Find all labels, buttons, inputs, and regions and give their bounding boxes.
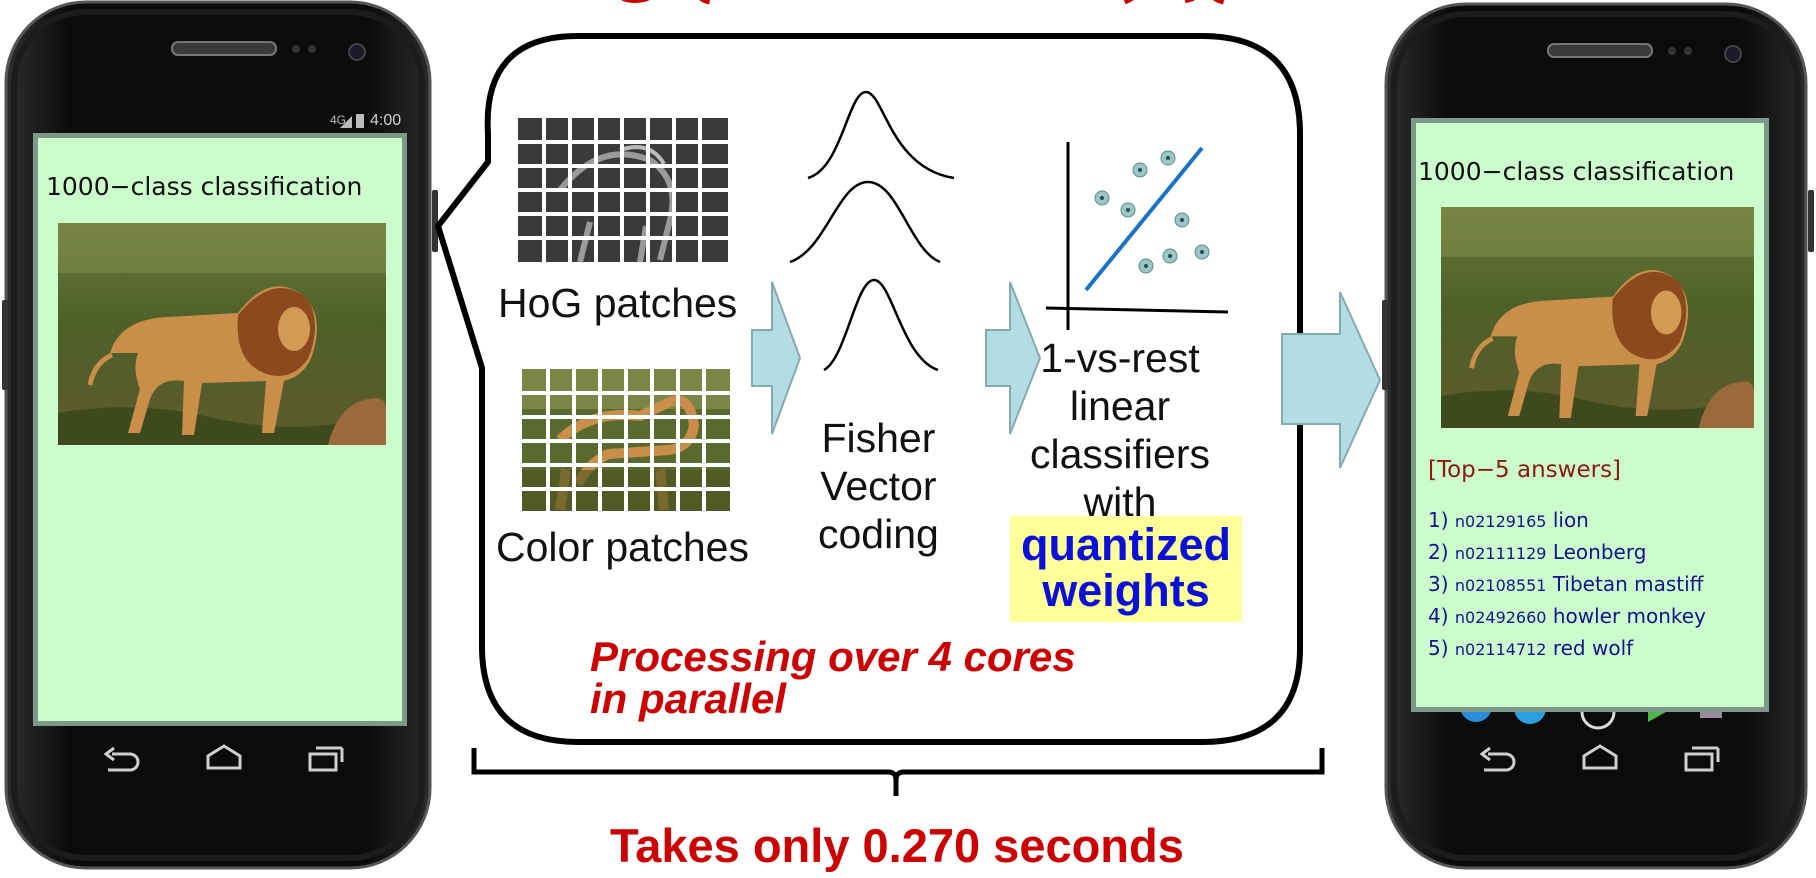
hog-label: HoG patches bbox=[498, 280, 738, 326]
right-lion-image bbox=[1441, 207, 1754, 428]
classifier-scatter-plot bbox=[1045, 142, 1229, 330]
classifier-line-1: 1-vs-rest bbox=[1040, 335, 1200, 381]
answer-item: 3) n02108551 Tibetan mastiff bbox=[1428, 572, 1703, 596]
left-screen-title: 1000−class classification bbox=[46, 172, 363, 201]
answer-rank: 3) bbox=[1428, 572, 1449, 596]
quantized-line-2: weights bbox=[1042, 565, 1210, 616]
answer-item: 1) n02129165 lion bbox=[1428, 508, 1589, 532]
answer-id: n02111129 bbox=[1454, 544, 1547, 563]
back-icon[interactable] bbox=[103, 746, 140, 772]
recent-apps-icon[interactable] bbox=[308, 746, 344, 772]
recent-apps-icon[interactable] bbox=[1684, 746, 1720, 772]
lion-photo-icon bbox=[1441, 207, 1754, 428]
answer-label: lion bbox=[1552, 508, 1589, 532]
arrow-to-fisher bbox=[751, 281, 802, 435]
quantized-line-1: quantized bbox=[1021, 519, 1231, 570]
parallel-line-2: in parallel bbox=[590, 675, 787, 722]
answer-label: howler monkey bbox=[1552, 604, 1706, 628]
answer-item: 4) n02492660 howler monkey bbox=[1428, 604, 1706, 628]
quantized-highlight bbox=[1010, 516, 1242, 622]
answer-item: 5) n02114712 red wolf bbox=[1428, 636, 1633, 660]
answer-id: n02129165 bbox=[1454, 512, 1547, 531]
fisher-line-2: Vector bbox=[820, 463, 937, 509]
hog-grid-lines bbox=[518, 118, 728, 262]
answer-id: n02492660 bbox=[1454, 608, 1547, 627]
answer-rank: 1) bbox=[1428, 508, 1449, 532]
fisher-label: Fisher Vector coding bbox=[818, 414, 939, 558]
parallel-label: Processing over 4 cores in parallel bbox=[590, 636, 1076, 720]
parallel-line-1: Processing over 4 cores bbox=[590, 633, 1076, 680]
answer-id: n02108551 bbox=[1454, 576, 1547, 595]
status-time: 4:00 bbox=[370, 112, 402, 129]
arrow-to-result bbox=[1281, 291, 1382, 469]
answer-label: Tibetan mastiff bbox=[1552, 572, 1704, 596]
classifier-line-3: classifiers bbox=[1030, 431, 1210, 477]
color-label: Color patches bbox=[496, 524, 749, 570]
arrow-to-classifier bbox=[985, 281, 1042, 435]
fisher-line-3: coding bbox=[818, 511, 939, 557]
right-screen-title: 1000−class classification bbox=[1418, 157, 1735, 186]
answer-rank: 4) bbox=[1428, 604, 1449, 628]
answer-label: Leonberg bbox=[1552, 540, 1647, 564]
answer-label: red wolf bbox=[1552, 636, 1634, 660]
answer-item: 2) n02111129 Leonberg bbox=[1428, 540, 1646, 564]
left-phone-screen: 1000−class classification bbox=[33, 133, 407, 726]
takes-label: Takes only 0.270 seconds bbox=[610, 819, 1184, 872]
home-icon[interactable] bbox=[206, 744, 242, 770]
classifier-line-2: linear bbox=[1069, 383, 1171, 429]
nav-bar bbox=[103, 744, 344, 772]
answer-rank: 2) bbox=[1428, 540, 1449, 564]
quantized-label: quantized weights bbox=[1010, 522, 1242, 614]
time-brace bbox=[471, 748, 1325, 796]
right-phone-screen: 1000−class classification [Top−5 answers… bbox=[1411, 118, 1769, 712]
right-nav-bar bbox=[1479, 744, 1720, 772]
answers-heading: [Top−5 answers] bbox=[1428, 457, 1622, 483]
answer-id: n02114712 bbox=[1454, 640, 1547, 659]
color-grid-lines bbox=[522, 369, 730, 511]
svg-text:4G: 4G bbox=[330, 113, 346, 127]
back-icon[interactable] bbox=[1479, 746, 1516, 772]
classifier-label: 1-vs-rest linear classifiers with bbox=[1020, 334, 1220, 526]
left-lion-image bbox=[58, 223, 386, 445]
lion-photo-icon bbox=[58, 223, 386, 445]
gaussian-curves bbox=[789, 90, 955, 372]
home-icon[interactable] bbox=[1582, 744, 1618, 770]
fisher-line-1: Fisher bbox=[821, 415, 936, 461]
answer-rank: 5) bbox=[1428, 636, 1449, 660]
